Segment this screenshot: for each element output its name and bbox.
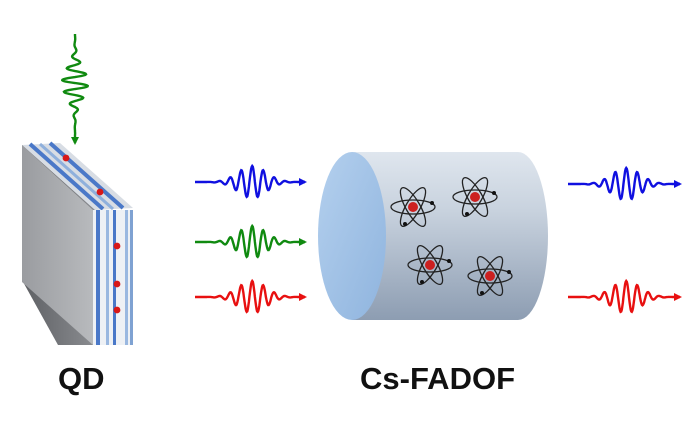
wave-packet-icon [568, 165, 682, 201]
atom-orbit [452, 189, 498, 205]
atom-icon [390, 186, 436, 228]
pump-wave [60, 34, 90, 145]
atom-orbit [399, 186, 427, 228]
slab-end-stripe [130, 210, 133, 345]
quantum-dot-icon [96, 188, 104, 196]
atom-icon [407, 244, 453, 286]
atoms-layer [390, 176, 513, 297]
atom-electron [420, 280, 424, 284]
atom-nucleus [485, 271, 495, 281]
atom-electron [507, 270, 511, 274]
atom-orbit [461, 176, 489, 218]
quantum-dot-icon [113, 242, 121, 250]
cs-vapor-cell [318, 152, 548, 320]
quantum-dot-icon [62, 154, 70, 162]
input-blue-wave [195, 163, 307, 199]
slab-end-stripe [106, 210, 109, 345]
atom-orbit [416, 244, 444, 286]
atom-orbit [467, 268, 513, 284]
atom-electron [492, 191, 496, 195]
atom-icon [452, 176, 498, 218]
atom-orbit [461, 176, 489, 218]
atom-electron [447, 259, 451, 263]
atom-orbit [476, 255, 504, 297]
slab-top-stripe [48, 141, 125, 210]
atom-orbit [416, 244, 444, 286]
atom-icon [467, 255, 513, 297]
quantum-dot-icon [113, 280, 121, 288]
slab-top-stripe [28, 142, 105, 211]
slab-end-stripe [125, 210, 128, 345]
slab-end-stripe [113, 210, 116, 345]
atom-electron [403, 222, 407, 226]
atom-orbit [476, 255, 504, 297]
qd-label: QD [58, 361, 105, 396]
wave-packet-icon [60, 34, 90, 145]
input-green-wave [195, 223, 307, 259]
output-blue-wave [568, 165, 682, 201]
slab-top-stripe [39, 142, 114, 211]
atom-electron [465, 212, 469, 216]
quantum-dot-icon [113, 306, 121, 314]
wave-packet-icon [195, 163, 307, 199]
atom-orbit [407, 257, 453, 273]
cell-entrance-face [318, 152, 386, 320]
atom-orbit [399, 186, 427, 228]
slab-end-stripe [96, 210, 100, 345]
wave-packet-icon [195, 223, 307, 259]
atom-electron [430, 201, 434, 205]
atom-electron [480, 291, 484, 295]
atom-nucleus [470, 192, 480, 202]
wave-packet-icon [568, 278, 682, 314]
atom-orbit [390, 199, 436, 215]
atom-nucleus [408, 202, 418, 212]
input-red-wave [195, 278, 307, 314]
slab-front-face [22, 145, 93, 345]
cs-fadof-label: Cs-FADOF [360, 361, 515, 396]
wave-packet-icon [195, 278, 307, 314]
quantum-dot-slab [22, 141, 133, 345]
atom-nucleus [425, 260, 435, 270]
output-red-wave [568, 278, 682, 314]
waves-layer [60, 34, 682, 314]
